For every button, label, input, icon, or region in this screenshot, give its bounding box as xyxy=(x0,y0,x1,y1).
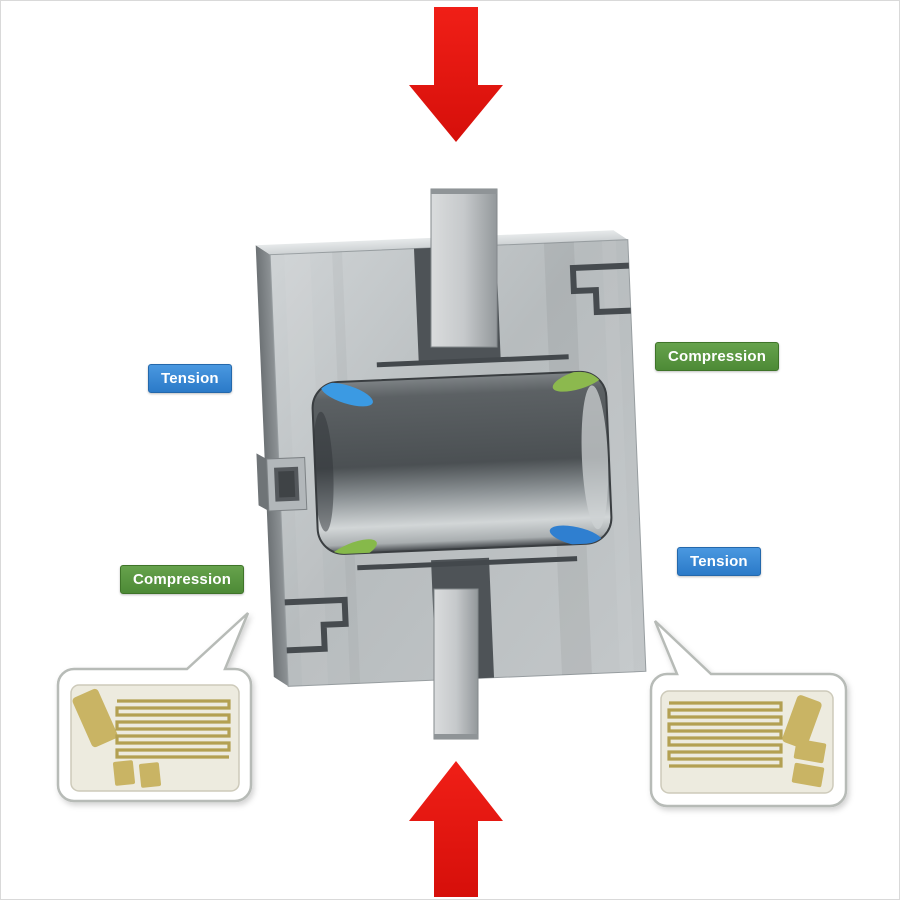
inner-wall-shadow-left xyxy=(312,411,334,532)
label-tension-upper-left: Tension xyxy=(148,364,232,393)
label-tension-lower-right: Tension xyxy=(677,547,761,576)
callout-left xyxy=(56,612,253,803)
lower-flexure-cut xyxy=(357,556,578,571)
label-text: Tension xyxy=(161,370,219,387)
upper-flexure-cut xyxy=(376,354,569,368)
zigzag-cut-top-right xyxy=(569,262,631,316)
inner-wall-highlight-right xyxy=(581,385,609,530)
label-text: Compression xyxy=(133,571,232,588)
label-compression-upper-right: Compression xyxy=(655,342,780,371)
strain-gauge-left-icon xyxy=(70,684,240,792)
strain-gauge-right-icon xyxy=(660,690,834,794)
force-arrow-up-icon xyxy=(409,761,503,897)
left-mounting-tab xyxy=(256,453,308,512)
label-text: Compression xyxy=(668,348,767,365)
callout-right xyxy=(649,620,848,808)
top-loading-post xyxy=(430,188,498,348)
force-arrow-down-icon xyxy=(409,7,503,142)
strain-gauge-spot-bottom-left xyxy=(326,539,377,555)
bottom-loading-post xyxy=(433,588,479,740)
strain-gauge-spot-top-left xyxy=(321,382,373,407)
label-compression-lower-left: Compression xyxy=(120,565,245,594)
strain-gauge-spot-bottom-right xyxy=(549,525,603,547)
zigzag-cut-bottom-left xyxy=(284,596,349,654)
label-text: Tension xyxy=(690,553,748,570)
